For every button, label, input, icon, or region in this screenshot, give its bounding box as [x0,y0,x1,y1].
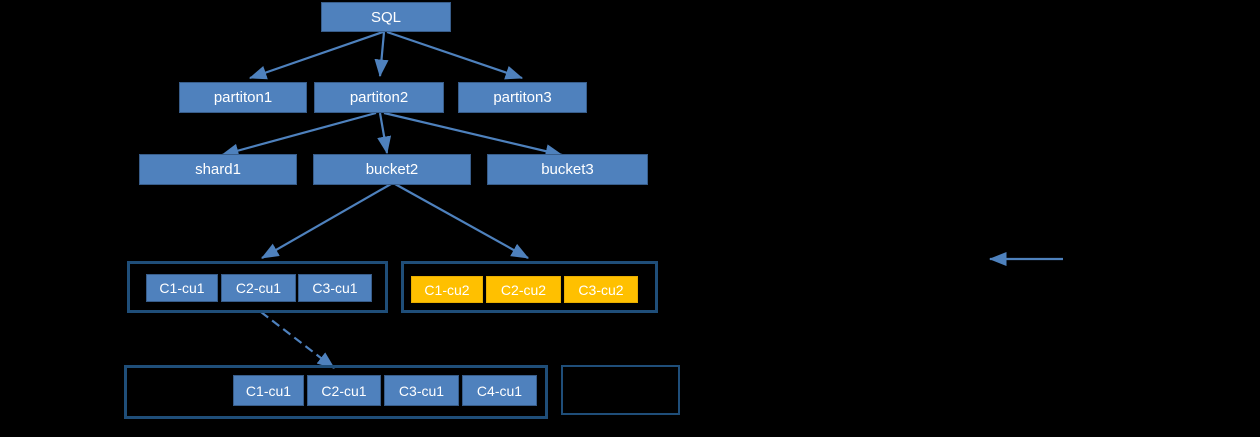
chunk-c2-cu1[interactable]: C2-cu1 [221,274,296,302]
chunk-expanded-c3-cu1-label: C3-cu1 [398,382,445,399]
chunk-c1-cu1[interactable]: C1-cu1 [146,274,218,302]
chunk-c2-cu2-label: C2-cu2 [500,281,547,298]
node-partiton2[interactable]: partiton2 [314,82,444,113]
node-partiton3-label: partiton3 [493,89,552,106]
node-partiton1[interactable]: partiton1 [179,82,307,113]
node-shard1[interactable]: shard1 [139,154,297,185]
node-shard1-label: shard1 [195,161,241,178]
node-partiton2-label: partiton2 [349,89,409,106]
chunk-c2-cu2[interactable]: C2-cu2 [486,276,561,303]
node-partiton1-label: partiton1 [213,89,273,106]
chunk-group-cu1 [127,261,388,313]
node-partiton3[interactable]: partiton3 [458,82,587,113]
edge-sql-to-partiton2 [374,31,389,78]
chunk-expanded-c2-cu1[interactable]: C2-cu1 [307,375,381,406]
node-bucket2-label: bucket2 [365,161,419,178]
edge-bucket2-to-chunk-group-cu1 [261,183,392,259]
node-sql[interactable]: SQL [321,2,451,32]
chunk-c1-cu2[interactable]: C1-cu2 [411,276,483,303]
node-bucket2[interactable]: bucket2 [313,154,471,185]
chunk-expanded-c3-cu1[interactable]: C3-cu1 [384,375,459,406]
edge-sql-to-partiton3 [386,30,524,80]
chunk-group-cu1-expanded [124,365,548,419]
edge-sql-to-partiton1 [248,30,384,80]
edge-partiton2-to-shard1 [220,111,377,158]
empty-group [561,365,680,415]
chunk-expanded-c1-cu1-label: C1-cu1 [245,382,292,399]
chunk-expanded-c4-cu1[interactable]: C4-cu1 [462,375,537,406]
chunk-group-cu2 [401,261,658,313]
chunk-expanded-c2-cu1-label: C2-cu1 [321,382,367,399]
edge-partiton2-to-bucket3 [383,111,564,159]
chunk-expanded-c1-cu1[interactable]: C1-cu1 [233,375,304,406]
chunk-c1-cu2-label: C1-cu2 [424,281,470,298]
chunk-c3-cu1[interactable]: C3-cu1 [298,274,372,302]
node-bucket3[interactable]: bucket3 [487,154,648,185]
edge-bucket2-to-chunk-group-cu2 [394,183,529,259]
chunk-c3-cu2-label: C3-cu2 [578,281,624,298]
edge-chunk-group-cu1-to-expanded [260,311,335,369]
chunk-c3-cu1-label: C3-cu1 [312,280,358,296]
chunk-c2-cu1-label: C2-cu1 [235,280,282,296]
node-bucket3-label: bucket3 [541,161,594,178]
chunk-c1-cu1-label: C1-cu1 [159,280,205,296]
node-sql-label: SQL [370,8,401,26]
chunk-c3-cu2[interactable]: C3-cu2 [564,276,638,303]
edge-partiton2-to-bucket2 [377,112,392,155]
chunk-expanded-c4-cu1-label: C4-cu1 [476,382,523,399]
